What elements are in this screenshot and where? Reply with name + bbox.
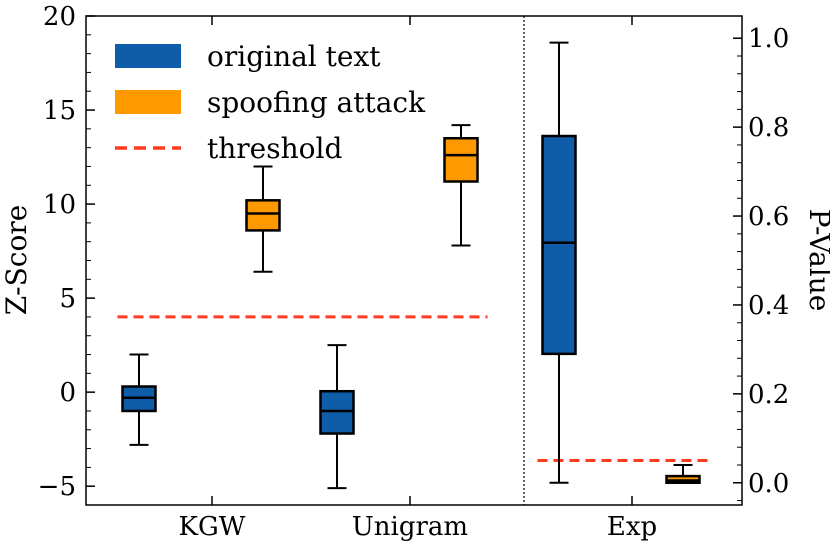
box-body xyxy=(319,389,355,435)
x-category-label: KGW xyxy=(179,512,246,542)
x-category-label: Exp xyxy=(607,512,657,542)
y-right-tick-label: 0.2 xyxy=(748,380,789,410)
box-spoofing-attack-exp xyxy=(665,463,701,485)
y-right-tick-label: 0.6 xyxy=(748,202,789,232)
legend: original text spoofing attack threshold xyxy=(115,40,426,165)
y-axis-left-label: Z-Score xyxy=(0,205,33,316)
y-left-tick-label: 15 xyxy=(43,96,76,126)
y-left-tick-label: 20 xyxy=(43,2,76,32)
legend-swatch-spoofing-attack xyxy=(115,90,181,114)
y-right-tick-label: 1.0 xyxy=(748,24,789,54)
box-spoofing-attack-kgw xyxy=(245,165,281,273)
box-original-text-unigram xyxy=(319,344,355,490)
y-left-tick-label: 5 xyxy=(59,284,76,314)
legend-label: threshold xyxy=(207,132,342,165)
x-category-label: Unigram xyxy=(352,512,468,542)
box-original-text-exp xyxy=(541,41,577,484)
box-original-text-kgw xyxy=(121,353,157,446)
y-left-tick-label: −5 xyxy=(38,472,76,502)
y-right-tick-label: 0.8 xyxy=(748,113,789,143)
box-body xyxy=(443,137,479,183)
y-left-tick-label: 10 xyxy=(43,190,76,220)
y-right-tick-label: 0.0 xyxy=(748,469,789,499)
y-axis-right-label: P-Value xyxy=(803,209,830,312)
legend-label: spoofing attack xyxy=(207,86,426,119)
y-right-tick-label: 0.4 xyxy=(748,291,789,321)
y-left-tick-label: 0 xyxy=(59,378,76,408)
legend-swatch-original-text xyxy=(115,44,181,68)
box-body xyxy=(541,134,577,356)
legend-label: original text xyxy=(207,40,381,73)
box-spoofing-attack-unigram xyxy=(443,124,479,247)
chart-marks xyxy=(117,41,710,490)
box-body xyxy=(245,199,281,232)
